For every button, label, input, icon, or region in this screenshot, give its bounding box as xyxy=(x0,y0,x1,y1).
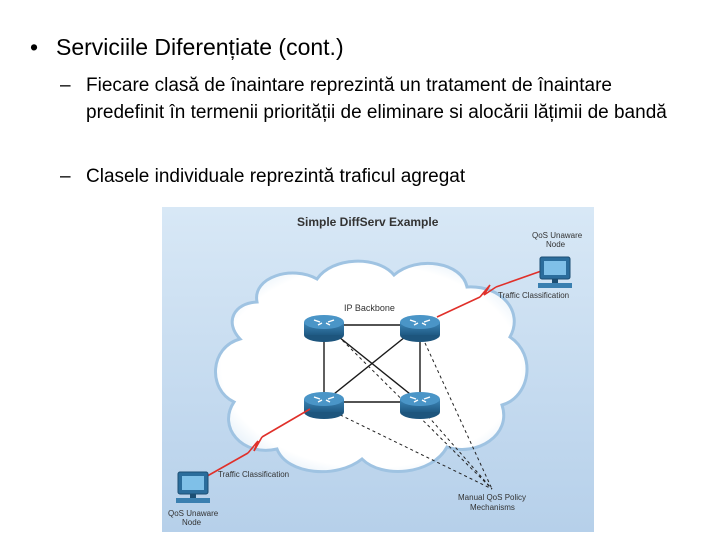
router-bottom-left xyxy=(304,392,344,419)
diffserv-diagram: Simple DiffServ Example IP Backbone xyxy=(162,207,594,532)
diffserv-diagram-svg: Simple DiffServ Example IP Backbone xyxy=(162,207,594,532)
sub-bullet-dash: – xyxy=(60,166,71,187)
wan-link-bottom xyxy=(201,408,311,480)
policy-label-line1: Manual QoS Policy xyxy=(458,493,526,502)
sub-bullet-1: – Fiecare clasă de înaintare reprezintă … xyxy=(60,72,686,126)
sub-bullet-text: Fiecare clasă de înaintare reprezintă un… xyxy=(86,75,667,123)
qos-unaware-node-bottom xyxy=(176,471,210,503)
bottom-link-label: Traffic Classification xyxy=(218,470,289,479)
router-bottom-right xyxy=(400,392,440,419)
policy-label-line2: Mechanisms xyxy=(470,503,515,512)
qos-unaware-node-top xyxy=(538,256,572,288)
policy-lines xyxy=(323,331,493,490)
sub-bullet-text: Clasele individuale reprezintă traficul … xyxy=(86,166,466,187)
title-bullet-text: Serviciile Diferențiate (cont.) xyxy=(56,34,344,60)
router-top-right xyxy=(400,315,440,342)
wan-link-top xyxy=(436,268,548,318)
top-host-label-line2: Node xyxy=(546,240,566,249)
top-link-label: Traffic Classification xyxy=(498,291,569,300)
bottom-host-label-line2: Node xyxy=(182,518,202,527)
top-host-label-line1: QoS Unaware xyxy=(532,231,583,240)
router-top-left xyxy=(304,315,344,342)
cloud-label: IP Backbone xyxy=(344,303,395,313)
ip-backbone-cloud xyxy=(214,259,529,474)
sub-bullet-dash: – xyxy=(60,75,71,96)
diagram-title: Simple DiffServ Example xyxy=(297,215,439,229)
sub-bullet-2: – Clasele individuale reprezintă traficu… xyxy=(60,163,686,190)
bottom-host-label-line1: QoS Unaware xyxy=(168,509,219,518)
title-bullet: • Serviciile Diferențiate (cont.) xyxy=(30,32,344,62)
bullet-dot: • xyxy=(30,34,39,60)
